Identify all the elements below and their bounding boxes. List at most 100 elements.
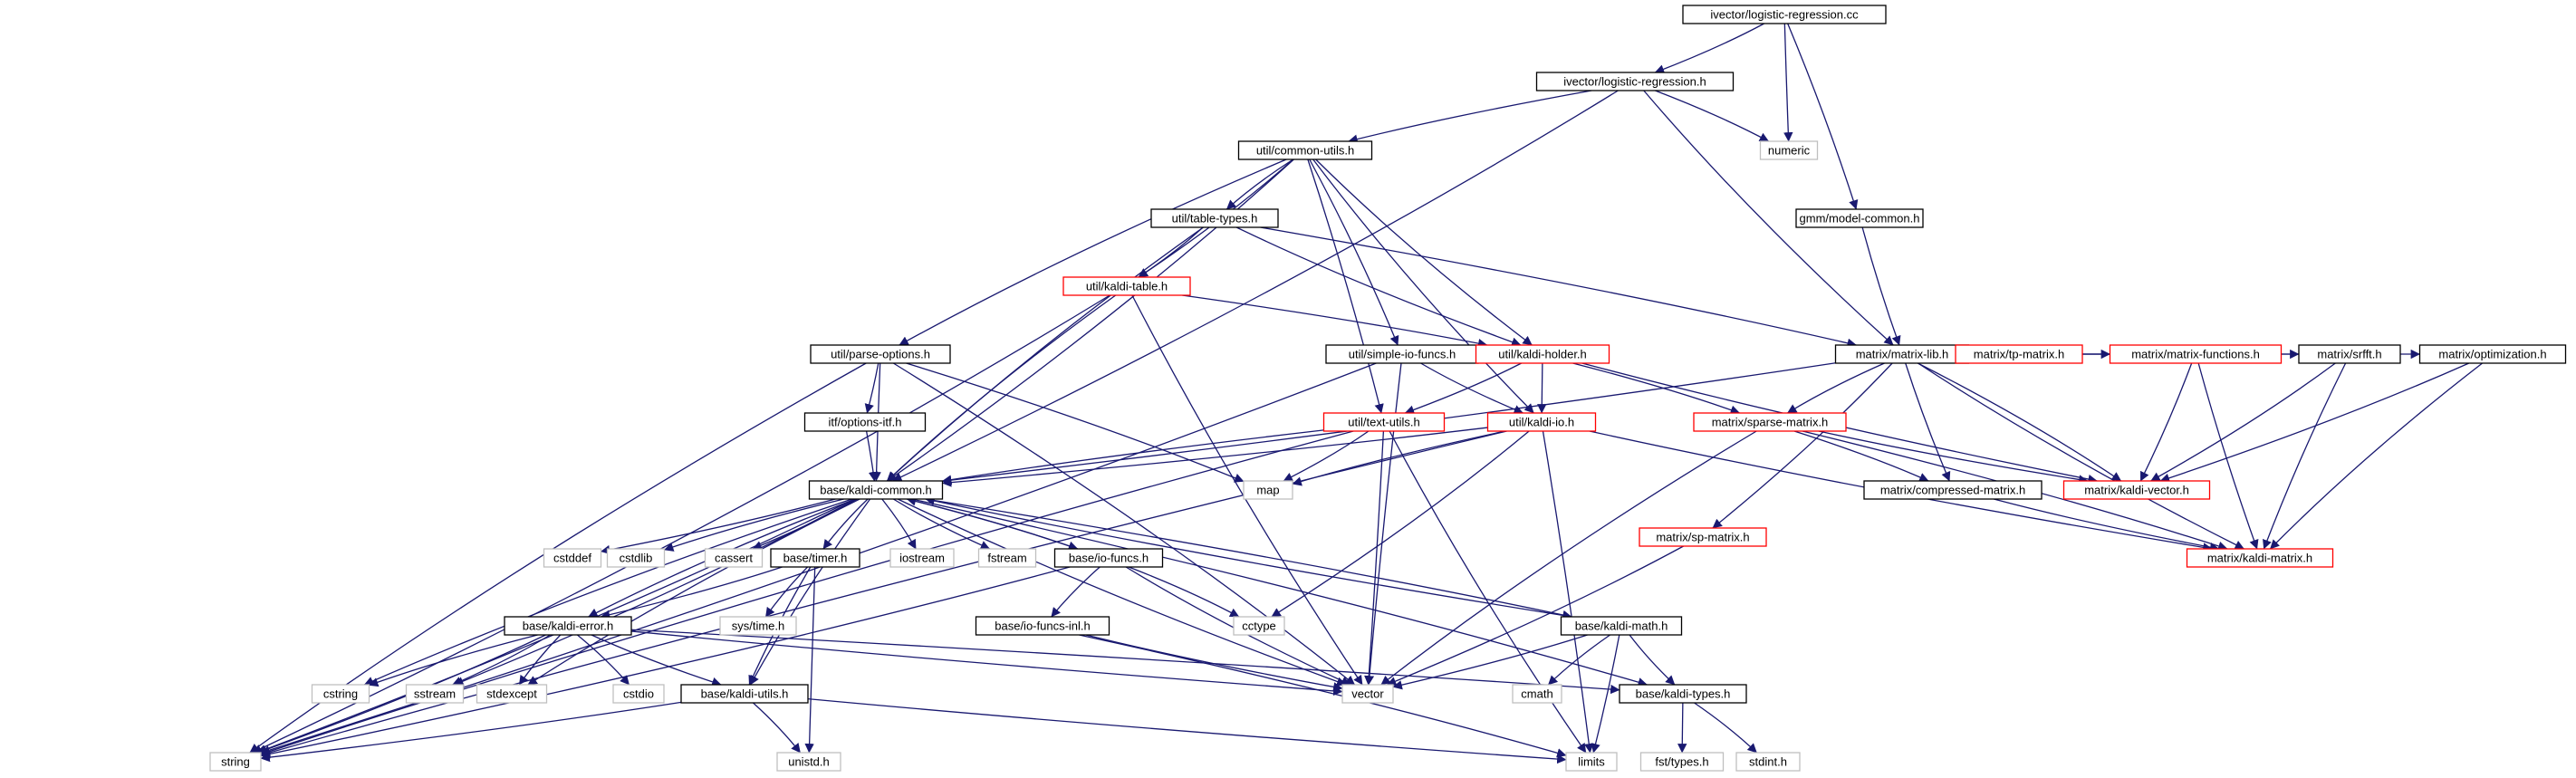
node-box [680, 684, 809, 704]
edge-sparse_matrix-to-kaldi_vector [1818, 430, 2089, 485]
edge-matrix_functions-to-kaldi_matrix [2197, 362, 2259, 550]
node-sp-matrix[interactable]: matrix/sp-matrix.h [1639, 527, 1767, 547]
node-common-utils[interactable]: util/common-utils.h [1237, 140, 1373, 160]
node-kaldi-math[interactable]: base/kaldi-math.h [1560, 616, 1683, 636]
edge-model_common-to-matrix_lib [1861, 226, 1901, 346]
node-box [2062, 480, 2211, 500]
node-box [1243, 480, 1293, 500]
edge-io_funcs-to-io_funcs_inl [1051, 566, 1101, 618]
node-kaldi-utils[interactable]: base/kaldi-utils.h [680, 684, 809, 704]
node-kaldi-common[interactable]: base/kaldi-common.h [808, 480, 944, 500]
node-label: base/io-funcs.h [1069, 552, 1149, 565]
node-box [2298, 344, 2401, 364]
node-io-funcs[interactable]: base/io-funcs.h [1053, 548, 1164, 568]
node-vector: vector [1341, 684, 1394, 704]
node-sparse-matrix[interactable]: matrix/sparse-matrix.h [1693, 412, 1847, 432]
node-label: base/io-funcs-inl.h [995, 620, 1091, 633]
node-box [1759, 140, 1819, 160]
node-io-funcs-inl[interactable]: base/io-funcs-inl.h [975, 616, 1110, 636]
edge-io_funcs-to-cctype [1128, 566, 1240, 618]
node-box [803, 412, 927, 432]
node-matrix-lib[interactable]: matrix/matrix-lib.h [1834, 344, 1970, 364]
edge-kaldi_types-to-fst_types [1677, 702, 1687, 754]
node-unistd: unistd.h [776, 752, 841, 772]
node-parse-options[interactable]: util/parse-options.h [810, 344, 951, 364]
node-label: ivector/logistic-regression.h [1563, 75, 1706, 89]
edge-table_types-to-kaldi_table [1138, 226, 1204, 278]
node-cstdlib: cstdlib [606, 548, 666, 568]
node-stdexcept: stdexcept [476, 684, 548, 704]
node-options-itf[interactable]: itf/options-itf.h [803, 412, 927, 432]
node-fst-types: fst/types.h [1639, 752, 1725, 772]
edge-kaldi_table-to-kaldi_common [886, 294, 1117, 482]
node-kaldi-matrix[interactable]: matrix/kaldi-matrix.h [2186, 548, 2334, 568]
edge-sp_matrix-to-vector [1386, 545, 1684, 687]
node-cstring: cstring [311, 684, 370, 704]
node-box [2109, 344, 2283, 364]
node-model-common[interactable]: gmm/model-common.h [1795, 208, 1924, 228]
edge-kaldi_common-to-kaldi_utils [749, 498, 871, 686]
edge-text_utils-to-vector [1364, 430, 1385, 686]
node-label: matrix/optimization.h [2438, 348, 2546, 361]
node-label: cstddef [553, 552, 591, 565]
edge-logreg_cc-to-numeric [1783, 23, 1793, 142]
edge-matrix_lib-to-sp_matrix [1712, 362, 1893, 529]
edge-logreg_h-to-numeric [1655, 90, 1770, 142]
node-box [1512, 684, 1562, 704]
node-kaldi-table[interactable]: util/kaldi-table.h [1062, 276, 1191, 296]
node-box [1955, 344, 2083, 364]
node-label: base/kaldi-utils.h [701, 687, 789, 701]
node-simple-io[interactable]: util/simple-io-funcs.h [1325, 344, 1479, 364]
edge-logreg_h-to-common_utils [1348, 90, 1592, 144]
edge-kaldi_table-to-kaldi_holder [1182, 294, 1488, 349]
node-box [1535, 72, 1735, 91]
node-text-utils[interactable]: util/text-utils.h [1322, 412, 1446, 432]
node-label: base/timer.h [783, 552, 848, 565]
node-box [1062, 276, 1191, 296]
node-box [776, 752, 841, 772]
node-label: matrix/srfft.h [2317, 348, 2381, 361]
edge-matrix_lib-to-sparse_matrix [1787, 362, 1885, 414]
node-label: matrix/tp-matrix.h [1974, 348, 2064, 361]
edge-kaldi_error-to-cstdio [576, 634, 630, 686]
edge-kaldi_common-to-cstddef [600, 498, 836, 555]
edge-logreg_cc-to-logreg_h [1654, 23, 1765, 74]
edge-matrix_functions-to-kaldi_vector [2139, 362, 2193, 482]
edge-kaldi_math-to-vector [1392, 634, 1588, 690]
node-logreg-h[interactable]: ivector/logistic-regression.h [1535, 72, 1735, 91]
edge-optimization-to-kaldi_matrix [2269, 362, 2483, 550]
node-kaldi-io[interactable]: util/kaldi-io.h [1486, 412, 1597, 432]
node-optimization[interactable]: matrix/optimization.h [2418, 344, 2567, 364]
node-matrix-functions[interactable]: matrix/matrix-functions.h [2109, 344, 2283, 364]
edge-kaldi_math-to-kaldi_types [1629, 634, 1676, 686]
node-kaldi-holder[interactable]: util/kaldi-holder.h [1475, 344, 1610, 364]
edge-kaldi_common-to-cstring [363, 498, 852, 686]
node-box [1619, 684, 1747, 704]
node-srfft[interactable]: matrix/srfft.h [2298, 344, 2401, 364]
node-kaldi-vector[interactable]: matrix/kaldi-vector.h [2062, 480, 2211, 500]
node-kaldi-error[interactable]: base/kaldi-error.h [504, 616, 632, 636]
edge-parse_options-to-vector [893, 362, 1356, 686]
edge-optimization-to-kaldi_vector [2159, 362, 2470, 483]
node-cctype: cctype [1233, 616, 1285, 636]
node-kaldi-types[interactable]: base/kaldi-types.h [1619, 684, 1747, 704]
edge-kaldi_common-to-kaldi_math [925, 498, 1572, 620]
edge-kaldi_common-to-stdexcept [527, 498, 860, 686]
node-label: map [1256, 484, 1279, 497]
edge-sparse_matrix-to-vector [1380, 430, 1757, 686]
node-box [810, 344, 951, 364]
edge-matrix_lib-to-compressed_matrix [1905, 362, 1951, 482]
edge-timer-to-kaldi_error [600, 566, 783, 620]
node-compressed-matrix[interactable]: matrix/compressed-matrix.h [1863, 480, 2043, 500]
node-layer: ivector/logistic-regression.ccivector/lo… [209, 5, 2567, 772]
edge-matrix_lib-to-kaldi_matrix [1918, 362, 2244, 550]
node-tp-matrix[interactable]: matrix/tp-matrix.h [1955, 344, 2083, 364]
node-sstream: sstream [405, 684, 465, 704]
node-label: string [221, 755, 250, 769]
node-label: vector [1351, 687, 1384, 701]
edge-compressed_matrix-to-kaldi_matrix [1994, 498, 2220, 552]
node-table-types[interactable]: util/table-types.h [1150, 208, 1279, 228]
edge-common_utils-to-kaldi_holder [1315, 158, 1533, 346]
node-timer[interactable]: base/timer.h [770, 548, 860, 568]
